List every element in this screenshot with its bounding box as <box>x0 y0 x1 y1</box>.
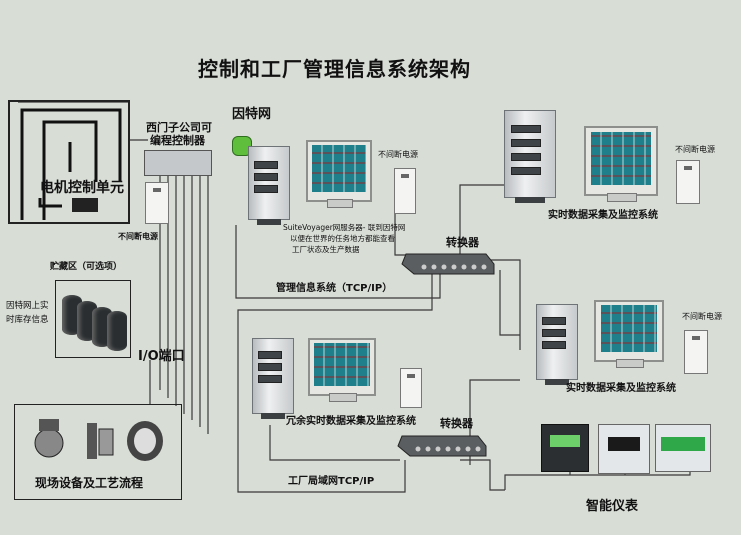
ups-rt1-label: 不间断电源 <box>675 145 715 154</box>
ups-rt2-icon <box>684 330 708 374</box>
instrument-display-icon <box>655 424 711 472</box>
web-server-monitor-icon <box>306 140 372 208</box>
lan-label: 工厂局域网TCP/IP <box>288 476 375 487</box>
redundant-monitor-icon <box>308 338 376 402</box>
plc-rack-icon <box>144 150 212 176</box>
switch-bottom-icon <box>397 435 487 457</box>
web-server-tower-icon <box>248 146 290 225</box>
ups-left-label: 不间断电源 <box>118 232 158 241</box>
plc-label-line1: 西门子公司可 <box>146 121 212 134</box>
switch-bottom-label: 转换器 <box>440 417 473 430</box>
ups-left-icon <box>145 182 169 224</box>
web-server-desc-line3: 工厂状态及生产数据 <box>292 245 360 254</box>
ups-server-label: 不间断电源 <box>378 150 418 159</box>
internet-label: 因特网 <box>232 107 272 122</box>
redundant-server-tower-icon <box>252 338 294 419</box>
plc-label-line2: 编程控制器 <box>150 134 205 147</box>
rt1-label: 实时数据采集及监控系统 <box>548 210 658 221</box>
field-devices-icons <box>34 419 163 461</box>
ups-redundant-icon <box>400 368 422 408</box>
switch-top-label: 转换器 <box>446 236 479 249</box>
motor-control-label: 电机控制单元 <box>40 180 124 196</box>
rt2-monitor-icon <box>594 300 664 368</box>
web-server-desc-line1: SuiteVoyager网服务器- 联到因特网 <box>283 223 406 232</box>
redundant-label: 冗余实时数据采集及监控系统 <box>286 416 416 427</box>
rt1-server-tower-icon <box>504 110 556 203</box>
field-devices-label: 现场设备及工艺流程 <box>35 476 144 490</box>
ups-server-icon <box>394 168 416 214</box>
rt2-server-tower-icon <box>536 304 578 385</box>
field-devices-box: 现场设备及工艺流程 <box>14 404 182 500</box>
storage-note-line2: 时库存信息 <box>6 315 49 325</box>
storage-box <box>55 280 131 358</box>
ups-rt2-label: 不间断电源 <box>682 312 722 321</box>
ups-rt1-icon <box>676 160 700 204</box>
mis-label: 管理信息系统（TCP/IP） <box>276 283 393 294</box>
diagram-title: 控制和工厂管理信息系统架构 <box>198 57 471 81</box>
storage-label: 贮藏区（可选项） <box>50 262 123 272</box>
instrument-meter-icon <box>541 424 589 472</box>
instruments-label: 智能仪表 <box>586 499 639 514</box>
storage-note-line1: 因特网上实 <box>6 301 49 311</box>
switch-top-icon <box>401 253 495 275</box>
rt1-monitor-icon <box>584 126 658 202</box>
motor-control-box: 电机控制单元 <box>8 100 130 224</box>
motor-wiring-icon <box>20 108 122 220</box>
io-port-label: I/O端口 <box>138 349 185 364</box>
instrument-controller-icon <box>598 424 650 474</box>
rt2-label: 实时数据采集及监控系统 <box>566 383 676 394</box>
storage-tank-icon <box>107 311 127 351</box>
web-server-desc-line2: 以便在世界的任务地方都能查看 <box>290 234 395 243</box>
